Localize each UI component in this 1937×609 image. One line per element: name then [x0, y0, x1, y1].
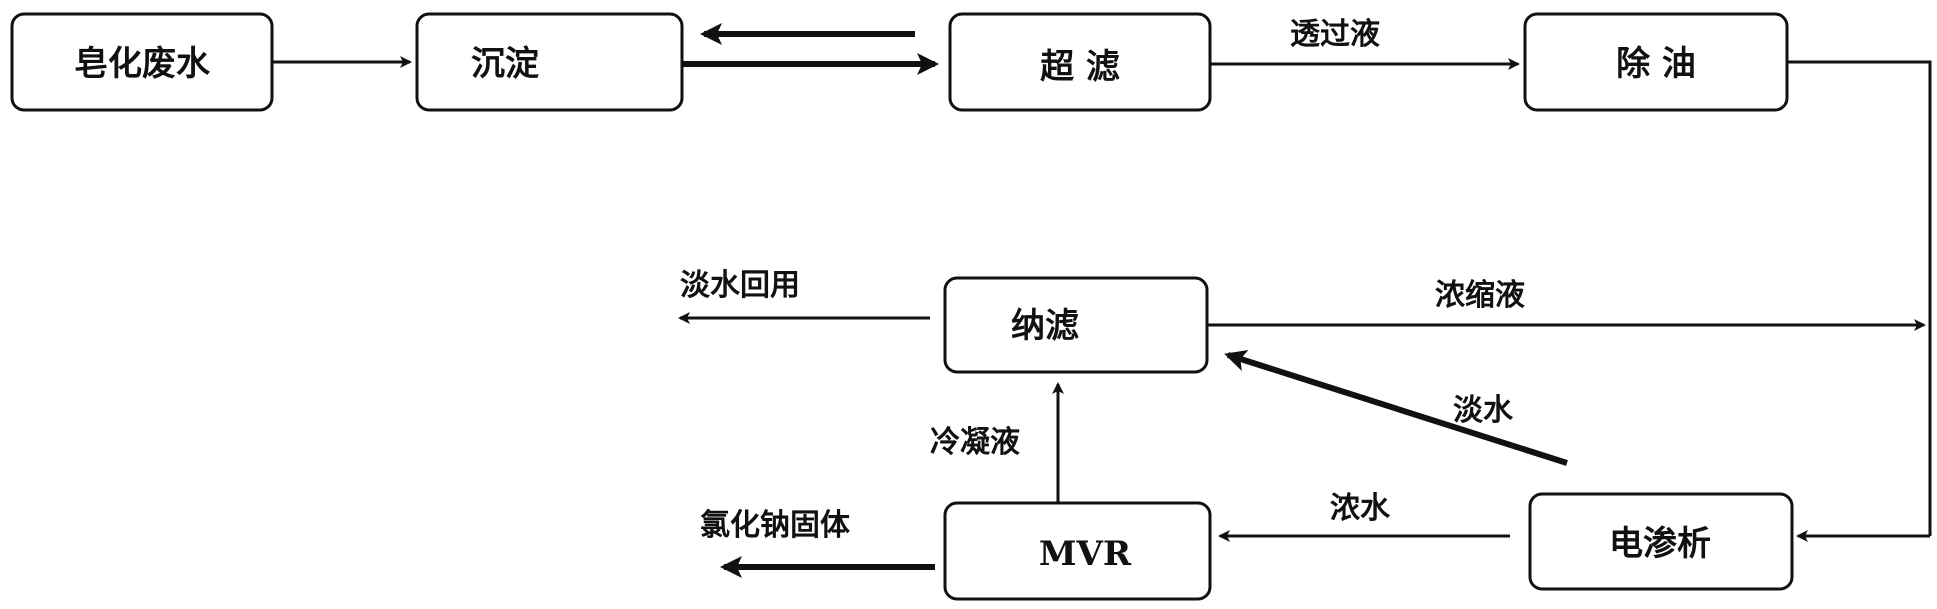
edge-label-permeate: 透过液 [1290, 17, 1380, 52]
node-label-electrodialysis: 电渗析 [1609, 524, 1711, 564]
node-oil-removal: 除 油 [1523, 12, 1789, 112]
node-nanofiltration: 纳滤 [943, 276, 1209, 374]
arrow-electrodialysis-to-nanofiltration [1224, 349, 1568, 466]
edge-label-fresh-water-recycle: 淡水回用 [680, 268, 800, 303]
node-electrodialysis: 电渗析 [1528, 492, 1794, 591]
node-label-sedimentation: 沉淀 [471, 44, 539, 84]
node-label-ultrafiltration: 超 滤 [1040, 47, 1120, 87]
edge-label-sodium-chloride-solid: 氯化钠固体 [700, 508, 851, 543]
node-label-mvr: MVR [1039, 534, 1132, 574]
line-oil-removal-down [1787, 60, 1932, 536]
edge-label-fresh-water: 淡水 [1453, 393, 1514, 428]
edge-label-concentrated-water: 浓水 [1330, 491, 1391, 526]
node-sedimentation: 沉淀 [415, 12, 684, 112]
edge-label-concentrate: 浓缩液 [1435, 278, 1525, 313]
node-mvr: MVR [943, 501, 1212, 601]
node-saponification-wastewater: 皂化废水 [10, 12, 274, 112]
edge-label-condensate: 冷凝液 [930, 425, 1020, 460]
node-ultrafiltration: 超 滤 [948, 12, 1212, 112]
node-label-saponification-wastewater: 皂化废水 [74, 44, 211, 84]
node-label-oil-removal: 除 油 [1616, 44, 1696, 84]
node-label-nanofiltration: 纳滤 [1011, 306, 1079, 346]
